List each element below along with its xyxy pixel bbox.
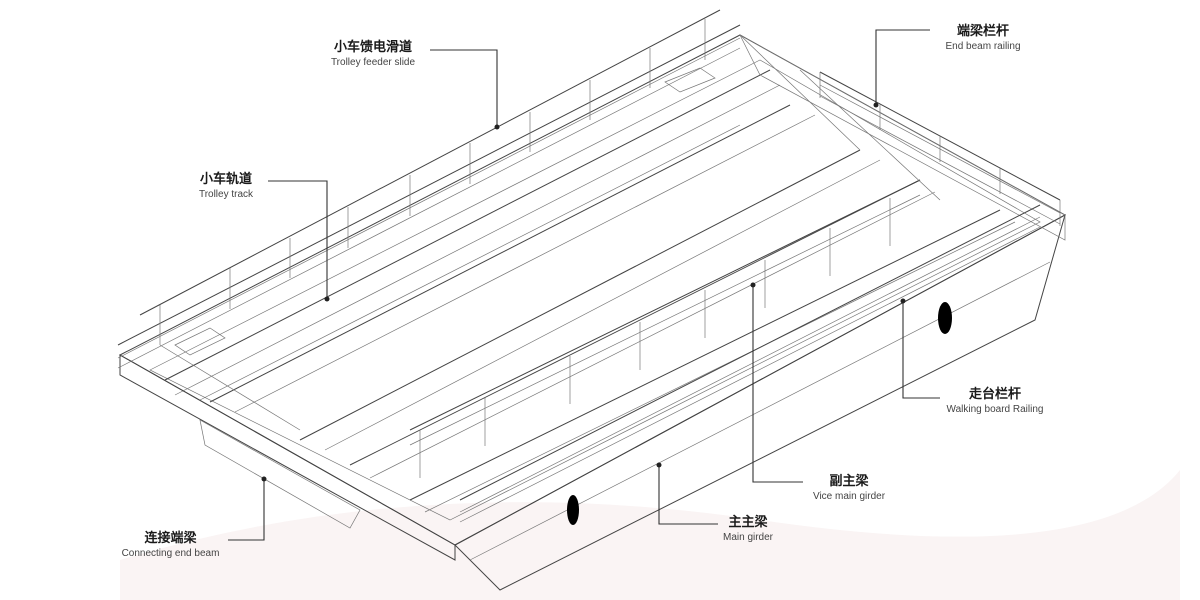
walking-board-railing-top — [459, 204, 1041, 501]
callout-trolley-track: 小车轨道 Trolley track — [176, 172, 276, 202]
callout-zh: 小车轨道 — [199, 172, 252, 187]
end-beam-railing-posts — [819, 72, 1061, 226]
right-end-beam — [739, 34, 1066, 241]
main-girder-top — [409, 209, 1001, 501]
connecting-end-beam-body — [199, 419, 361, 529]
hatch-cover-1 — [174, 327, 226, 356]
trolley-track-rail-3 — [299, 149, 861, 441]
far-railing-mid-1 — [117, 37, 741, 359]
far-girder-edge — [174, 84, 781, 396]
callout-zh: 走台栏杆 — [968, 387, 1021, 402]
callout-en: Walking board Railing — [946, 404, 1044, 415]
callout-en: End beam railing — [945, 41, 1021, 52]
main-girder-face-line — [469, 261, 1051, 561]
main-girder-face — [454, 213, 1066, 591]
trolley-track-rail-4 — [324, 159, 881, 451]
callout-zh: 副主梁 — [829, 474, 869, 489]
callout-zh: 主主梁 — [728, 515, 768, 530]
vice-girder-railing — [409, 179, 921, 478]
far-girder-top — [164, 69, 771, 381]
far-railing-mid-2 — [117, 47, 741, 369]
hand-hole-2 — [567, 495, 579, 525]
cross-frames — [159, 34, 941, 431]
far-railing-top — [117, 24, 741, 346]
vice-girder-edge — [369, 191, 936, 479]
feeder-slide-rail — [139, 9, 721, 316]
deck-outline — [118, 34, 1067, 546]
callout-connecting-end-beam: 连接端梁 Connecting end beam — [108, 531, 233, 561]
bridge-frame — [117, 9, 1067, 591]
walking-board-railing-mid — [459, 216, 1041, 513]
walking-board-railing-low — [459, 226, 1041, 523]
feeder-slide-posts — [159, 19, 706, 345]
callout-end-beam-railing: 端梁栏杆 End beam railing — [928, 24, 1038, 54]
trolley-track-rail-1 — [209, 104, 791, 403]
callout-zh: 端梁栏杆 — [956, 24, 1009, 39]
leader-lines — [228, 29, 940, 541]
callout-zh: 小车馈电滑道 — [333, 40, 412, 55]
callout-en: Vice main girder — [812, 491, 886, 502]
hand-hole-1 — [938, 302, 952, 334]
callout-trolley-feeder-slide: 小车馈电滑道 Trolley feeder slide — [318, 40, 428, 70]
callout-vice-main-girder: 副主梁 Vice main girder — [794, 474, 904, 504]
callout-en: Connecting end beam — [121, 548, 220, 559]
callout-en: Trolley track — [198, 189, 254, 200]
callout-walking-board-railing: 走台栏杆 Walking board Railing — [935, 387, 1055, 417]
callout-zh: 连接端梁 — [144, 531, 197, 546]
vice-girder-top — [349, 179, 921, 466]
deck-inner-edge — [149, 59, 1041, 521]
callout-en: Trolley feeder slide — [330, 57, 416, 68]
background-wash — [120, 470, 1180, 600]
far-girder-web — [199, 124, 741, 401]
main-girder-edge — [424, 221, 1016, 513]
trolley-track-rail-2 — [234, 114, 816, 413]
hatch-cover-2 — [664, 67, 716, 93]
left-end-beam — [119, 354, 456, 561]
callout-en: Main girder — [722, 532, 774, 543]
callout-main-girder: 主主梁 Main girder — [698, 515, 798, 545]
